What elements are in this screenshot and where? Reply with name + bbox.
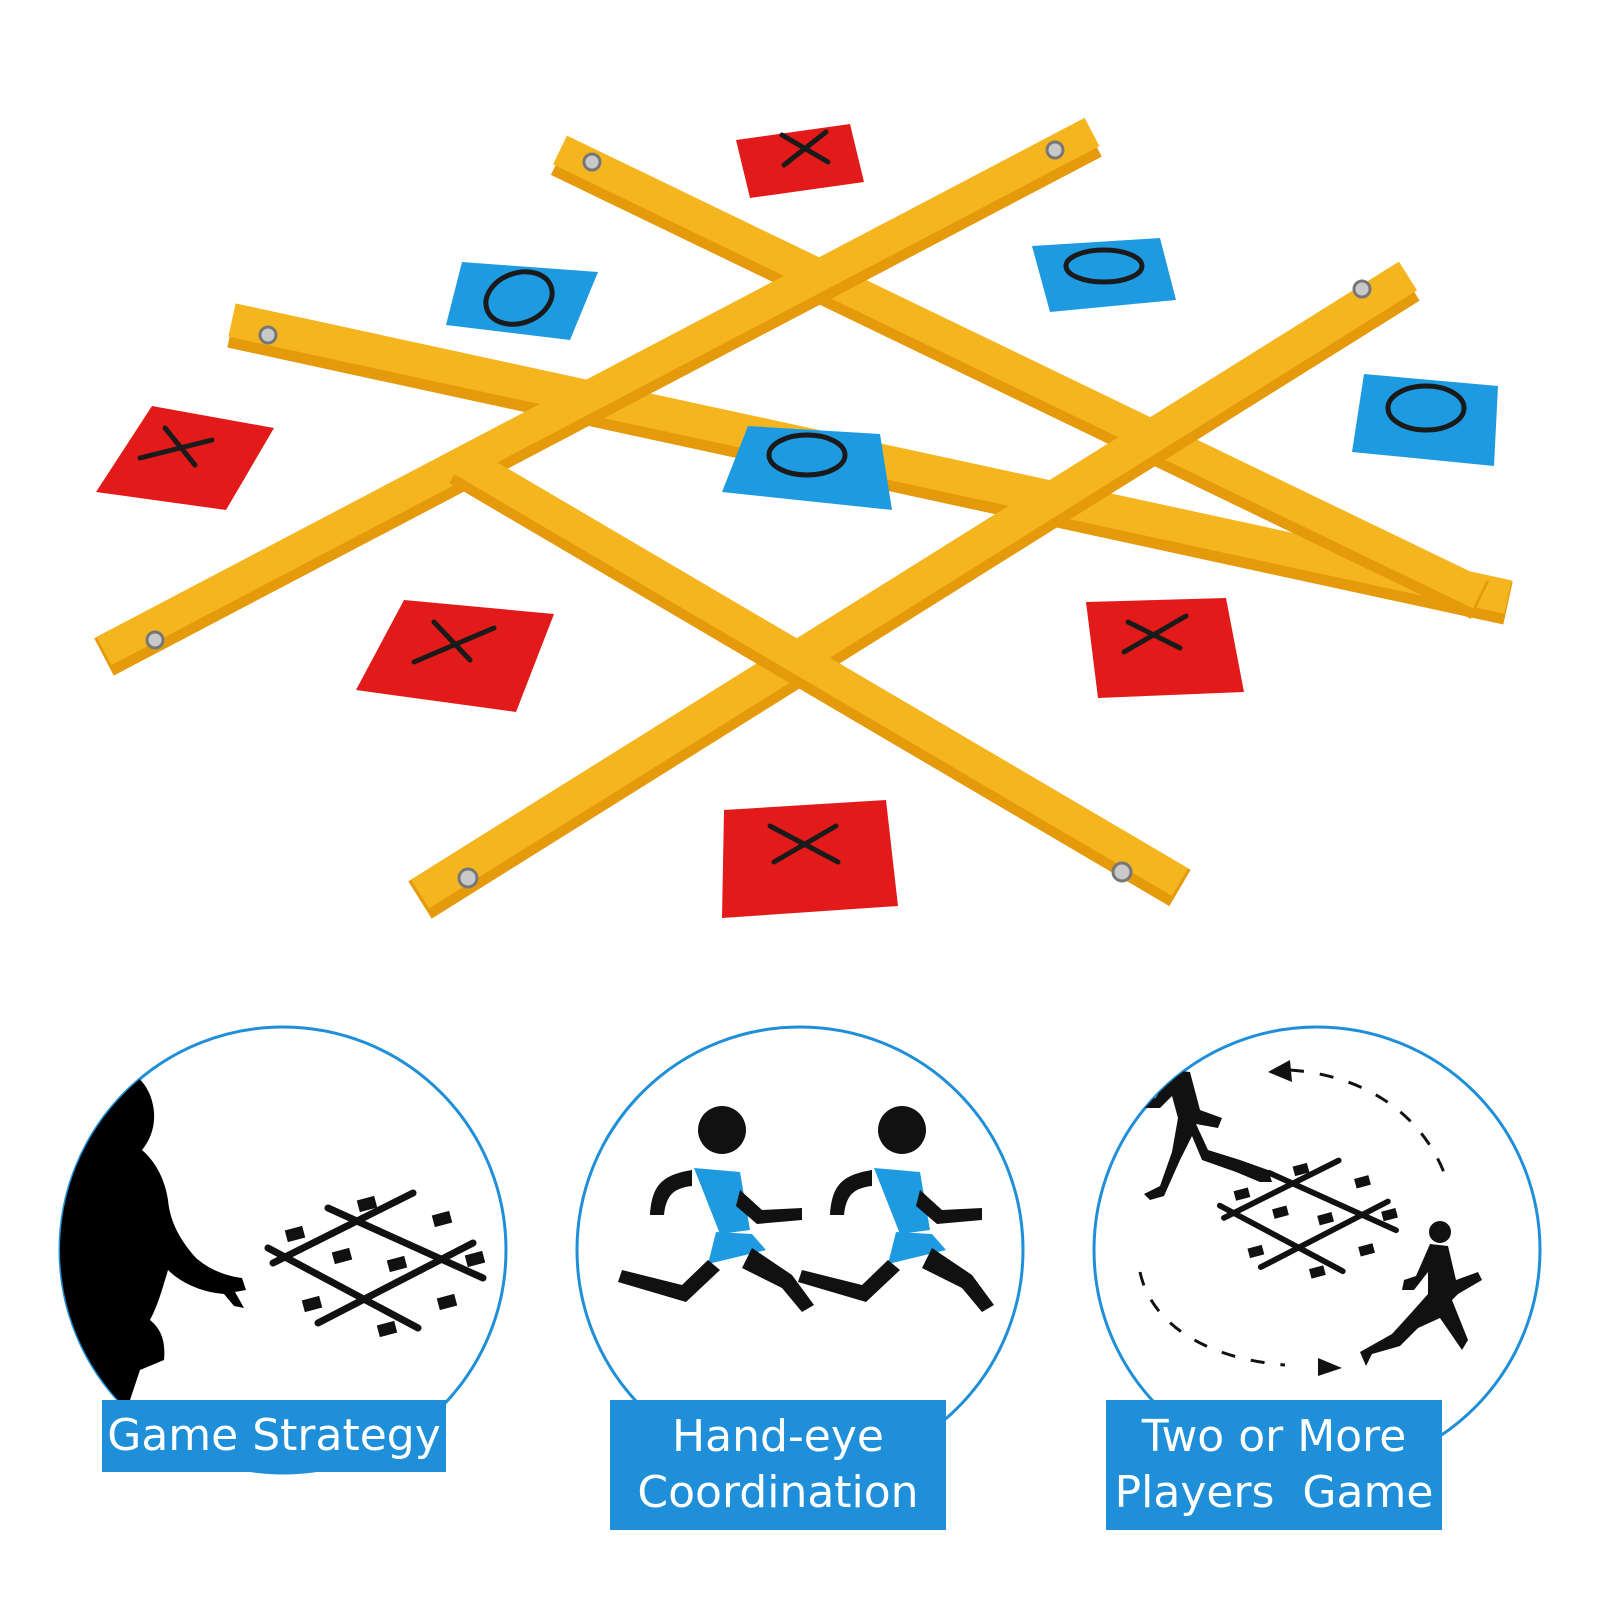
feature-label-line: Coordination [637,1467,919,1518]
bean-bag-blue-o [446,262,598,340]
feature-label-line: Hand-eye [672,1411,884,1462]
feature-circle-game-strategy [58,1025,508,1475]
bean-bag-red-x [722,800,898,918]
strap [449,445,1191,907]
feature-label-line: Players Game [1114,1467,1434,1518]
label-box-game-strategy [102,1400,446,1472]
feature-label-line: Two or More [1141,1411,1407,1462]
label-box-players [1106,1400,1442,1530]
bean-bag-blue-o [1352,374,1498,466]
bean-bag-blue-o [1032,238,1176,312]
strap [550,135,1490,619]
feature-circle-players [1092,1025,1542,1475]
strap [94,117,1102,676]
label-box-hand-eye [610,1400,946,1530]
feature-label-hand-eye: Hand-eye Coordination [610,1400,946,1530]
bean-bag-red-x [736,124,864,198]
tic-tac-toe-board [94,117,1513,919]
bean-bag-red-x [1086,598,1244,698]
person-throwing-icon [60,1070,246,1400]
bean-bag-red-x [356,600,554,712]
bean-bag-blue-o [722,426,892,510]
runner-silhouette-icon [1360,1221,1482,1366]
bean-bag-red-x [96,406,274,510]
feature-label-line: Game Strategy [107,1410,441,1461]
feature-label-game-strategy: Game Strategy [102,1400,446,1472]
strap [408,261,1420,919]
feature-label-players: Two or More Players Game [1106,1400,1442,1530]
